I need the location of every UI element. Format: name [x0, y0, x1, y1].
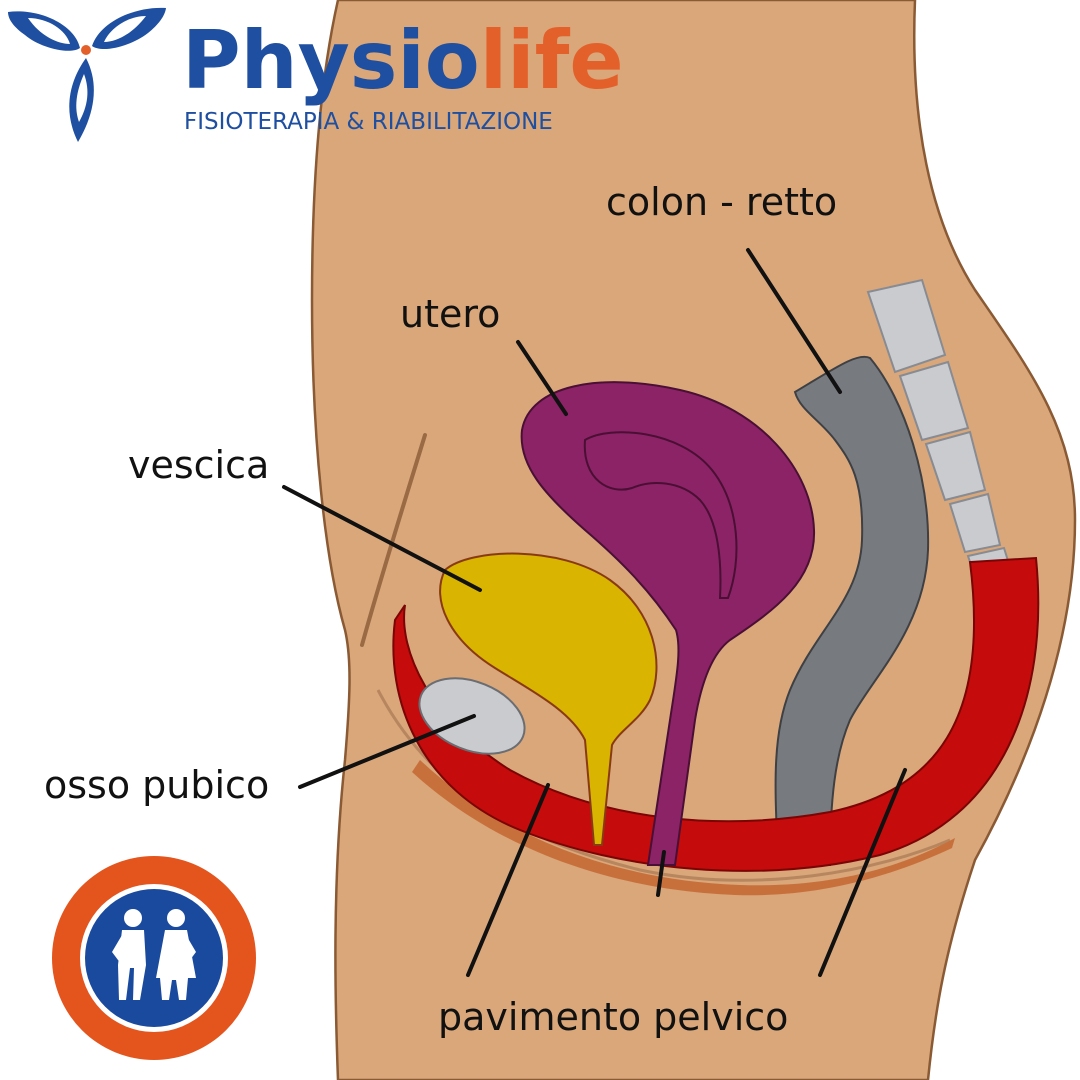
spine: [866, 278, 1016, 588]
brand-name-part2: life: [480, 14, 624, 107]
vertebra: [898, 360, 970, 442]
logo-petal-left-inner: [28, 18, 70, 44]
leader-line-pelvic-floor-1: [466, 783, 550, 977]
pelvic-floor-muscle: [392, 556, 1040, 872]
logo-petal-bottom-inner: [76, 74, 88, 122]
label-uterus: utero: [400, 292, 500, 336]
badge-inner: [85, 889, 223, 1027]
brand-name-part1: Physio: [182, 14, 480, 107]
label-colon-rectum: colon - retto: [606, 180, 837, 224]
vertebra: [866, 278, 947, 374]
brand-tagline: FISIOTERAPIA & RIABILITAZIONE: [184, 109, 553, 135]
uterine-cavity-outline: [583, 431, 738, 599]
leader-line-pelvic-floor-3: [818, 768, 907, 977]
label-pelvic-floor: pavimento pelvico: [438, 995, 788, 1039]
physiolife-logo-icon: [8, 7, 166, 142]
label-bladder: vescica: [128, 443, 269, 487]
vertebra: [948, 492, 1002, 554]
logo-petal-right-inner: [104, 16, 146, 42]
leader-line-pubic-bone: [298, 714, 476, 789]
abdominal-fold-line: [360, 433, 427, 647]
figure-left-arms: [112, 935, 130, 968]
figure-left-head: [124, 909, 142, 927]
leader-line-bladder: [282, 485, 482, 592]
vertebra: [924, 430, 987, 502]
leader-line-pelvic-floor-2: [656, 850, 666, 897]
restroom-urgency-icon: [112, 909, 196, 1000]
leader-line-uterus: [516, 340, 568, 416]
label-pubic-bone: osso pubico: [44, 763, 269, 807]
uterus: [520, 381, 816, 866]
bladder: [439, 552, 658, 846]
restroom-badge: [52, 856, 256, 1060]
figure-right-arms: [178, 935, 196, 968]
leader-lines: [282, 248, 907, 977]
leader-line-colon: [746, 248, 842, 394]
logo-center-dot: [81, 45, 91, 55]
figure-right-head: [167, 909, 185, 927]
brand-name: Physiolife: [182, 14, 624, 107]
figure-left-body: [118, 930, 146, 1000]
